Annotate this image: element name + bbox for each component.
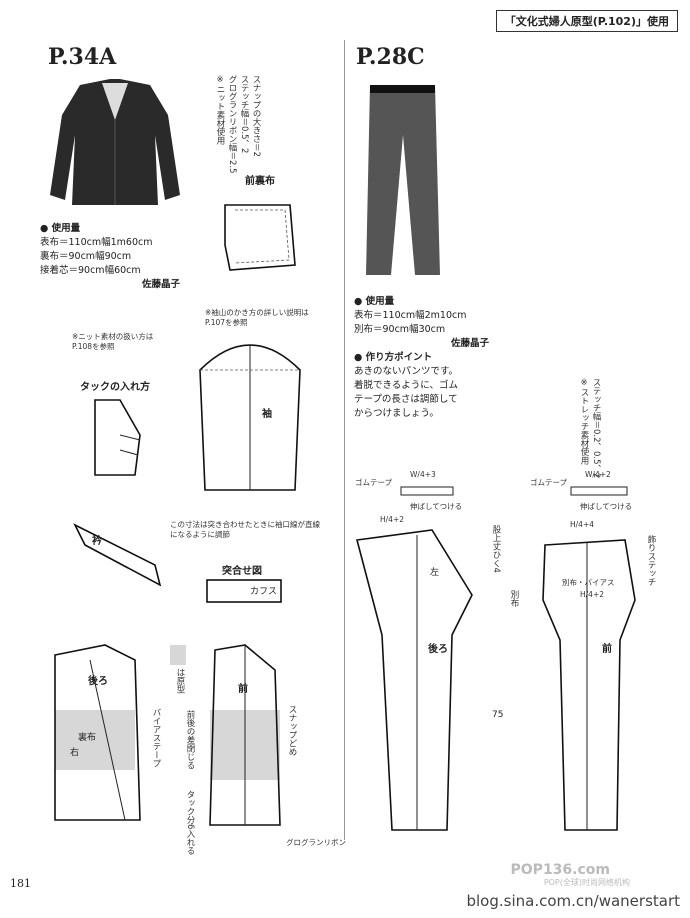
right-usage: ● 使用量 表布＝110cm幅2m10cm 別布＝90cm幅30cm 佐藤晶子 … <box>354 295 489 421</box>
bias-tape-label: バイアステープ <box>151 708 161 768</box>
right-note-2: ※ストレッチ素材使用 <box>579 378 589 465</box>
front-pants-label: 前 <box>602 644 612 655</box>
right-usage-line: 表布＝110cm幅2m10cm <box>354 310 467 321</box>
right-point-line: 着脱できるように、ゴム <box>354 380 459 391</box>
left-usage: ● 使用量 表布＝110cm幅1m60cm 裏布＝90cm幅90cm 接着芯＝9… <box>40 222 180 292</box>
waist-measure-front: W/4+2 <box>585 470 611 479</box>
right-usage-line: 別布＝90cm幅30cm <box>354 324 446 335</box>
back-bodice-pattern <box>54 644 141 821</box>
watermark-url: blog.sina.com.cn/wanerstart <box>466 892 680 910</box>
sleeve-caption: この寸法は突き合わせたときに袖口線が直線になるように調節 <box>170 520 320 539</box>
stitch-label: 飾りステッチ <box>646 535 656 586</box>
elastic-note-back: 伸ばしてつける <box>410 502 463 511</box>
column-divider <box>344 40 345 840</box>
genkei-swatch <box>170 645 186 665</box>
cuff-pattern <box>206 579 282 603</box>
watermark-sub: POP(全球)时尚网络机构 <box>543 878 630 887</box>
elastic-strip-front <box>570 486 628 496</box>
hip-measure-front-top: H/4+4 <box>570 520 594 529</box>
length-label: 75 <box>492 710 504 720</box>
back-lining-label: 裏布 <box>78 733 97 743</box>
right-title: P.28C <box>356 44 425 70</box>
tuck-title: タックの入れ方 <box>80 382 150 393</box>
elastic-label-front: ゴムテープ <box>530 478 568 487</box>
genkei-label: は原型 <box>175 668 185 694</box>
left-note-3: グログランリボン幅＝2.5 <box>227 75 237 174</box>
bias-label: 別布・バイアス <box>562 578 615 587</box>
front-lining-label: 前裏布 <box>245 176 275 187</box>
hip-measure-front: H/4+2 <box>580 590 604 599</box>
left-usage-line: 表布＝110cm幅1m60cm <box>40 237 153 248</box>
page-number: 181 <box>10 877 31 890</box>
right-point-line: あきのないパンツです。 <box>354 366 459 377</box>
right-usage-head: ● 使用量 <box>354 296 395 307</box>
back-label: 後ろ <box>88 676 108 687</box>
elastic-strip-back <box>400 486 454 496</box>
sleeve-label: 袖 <box>262 409 272 420</box>
left-note-2: ステッチ幅＝0.5、2 <box>239 75 249 154</box>
right-author: 佐藤晶子 <box>450 338 489 349</box>
front-bodice-pattern <box>209 644 281 826</box>
waist-measure-back: W/4+3 <box>410 470 436 479</box>
tuck-diagram <box>94 399 141 476</box>
left-usage-head: ● 使用量 <box>40 223 81 234</box>
front-label: 前 <box>238 684 248 695</box>
elastic-note-front: 伸ばしてつける <box>580 502 633 511</box>
front-back-close-label: 前後の差閉じる <box>185 710 195 770</box>
collar-pattern <box>73 523 162 587</box>
left-author: 佐藤晶子 <box>141 279 180 290</box>
front-pants-pattern <box>542 539 636 831</box>
back-pants-pattern <box>355 529 473 831</box>
left-note-1: スナップの大きさ＝2 <box>251 75 261 157</box>
left-side-label: 左 <box>430 568 440 578</box>
left-usage-line: 裏布＝90cm幅90cm <box>40 251 132 262</box>
sleeve-note: ※袖山のかき方の詳しい説明はP.107を参照 <box>205 308 309 327</box>
cuff-title: 突合せ図 <box>222 566 262 577</box>
watermark-logo: POP136.com <box>510 862 610 878</box>
grosgrain-label: グログランリボン <box>286 838 346 847</box>
jacket-illustration <box>50 79 180 205</box>
knit-note: ※ニット素材の扱い方は P.108を参照 <box>72 332 154 351</box>
hip-measure-back: H/4+2 <box>380 515 404 524</box>
left-note-4: ※ニット素材使用 <box>215 75 225 145</box>
tuck-amount-label: タック分6入れる <box>185 790 195 855</box>
left-title: P.34A <box>48 44 117 70</box>
rise-note: 股上丈ひく4 <box>491 525 501 573</box>
elastic-label-back: ゴムテープ <box>355 478 393 487</box>
right-side-label: 右 <box>70 748 80 758</box>
collar-label: 衿 <box>92 536 102 547</box>
separate-fabric-label: 別布 <box>509 590 519 607</box>
left-usage-line: 接着芯＝90cm幅60cm <box>40 265 141 276</box>
cuff-label: カフス <box>250 587 278 597</box>
right-point-head: ● 作り方ポイント <box>354 352 433 363</box>
back-pants-label: 後ろ <box>428 644 448 655</box>
right-note-1: ステッチ幅＝0.2、0.5、2 <box>591 378 601 479</box>
front-lining-pattern <box>224 204 296 271</box>
snap-label: スナップどめ <box>287 705 297 756</box>
right-point-line: からつけましょう。 <box>354 408 439 419</box>
pants-illustration <box>366 85 440 275</box>
sleeve-pattern <box>199 344 301 491</box>
header-badge: 「文化式婦人原型(P.102)」使用 <box>495 10 678 32</box>
right-point-line: テープの長さは調節して <box>354 394 458 405</box>
